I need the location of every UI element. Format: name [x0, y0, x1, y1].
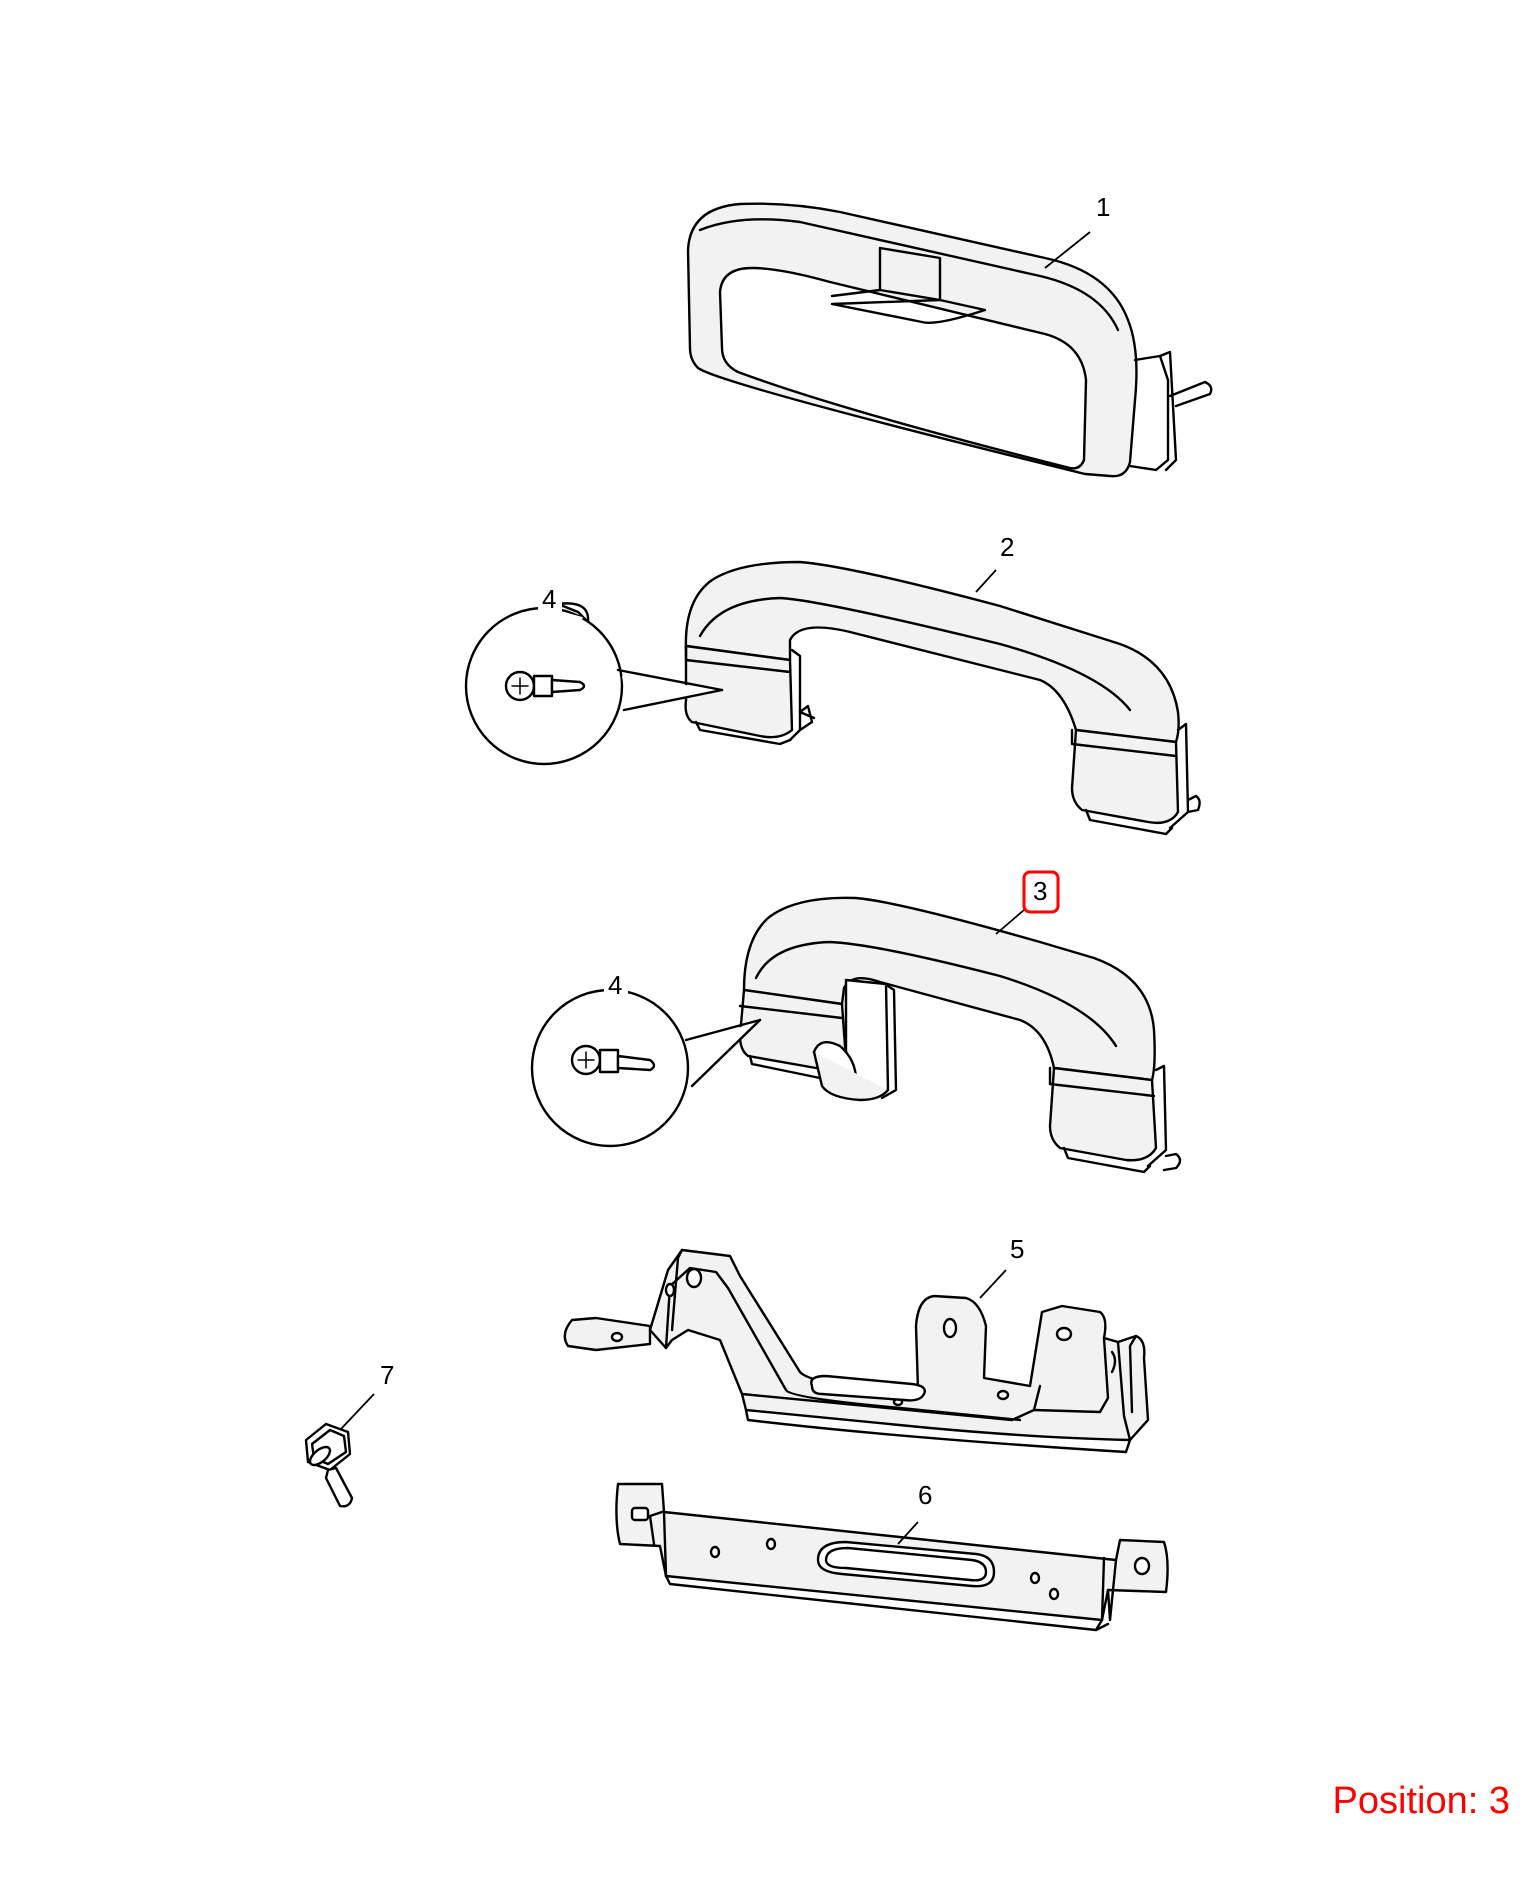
callout-6-number: 6: [918, 1480, 932, 1510]
callout-3-highlight-box: [1022, 870, 1060, 914]
callout-2-number: 2: [1000, 532, 1014, 562]
position-indicator: Position: 3: [1332, 1780, 1510, 1822]
part-5-bracket[interactable]: [563, 1248, 1150, 1454]
callout-3[interactable]: 3: [995, 870, 1060, 935]
callout-5: 5: [979, 1234, 1024, 1299]
callout-4a-number: 4: [542, 584, 556, 614]
callout-7: 7: [339, 1360, 394, 1431]
callout-1-number: 1: [1096, 192, 1110, 222]
callout-5-number: 5: [1010, 1234, 1024, 1264]
callout-4a: 4: [538, 582, 562, 614]
callout-1: 1: [1044, 192, 1110, 269]
callout-3-number: 3: [1033, 876, 1047, 906]
callout-4b: 4: [604, 968, 628, 1000]
callout-2: 2: [975, 532, 1014, 593]
callout-6: 6: [918, 1480, 932, 1510]
part-3-handle-with-hook[interactable]: [738, 896, 1182, 1174]
part-2-grab-handle[interactable]: [684, 560, 1201, 836]
detail-4-lower-bolt[interactable]: [530, 988, 762, 1148]
part-6-plate[interactable]: [615, 1482, 1169, 1632]
detail-4-upper-bolt[interactable]: [464, 602, 724, 766]
part-1-handle-cover[interactable]: [686, 202, 1213, 478]
callout-4b-number: 4: [608, 970, 622, 1000]
callout-7-number: 7: [380, 1360, 394, 1390]
part-7-flange-bolt[interactable]: [304, 1422, 354, 1508]
